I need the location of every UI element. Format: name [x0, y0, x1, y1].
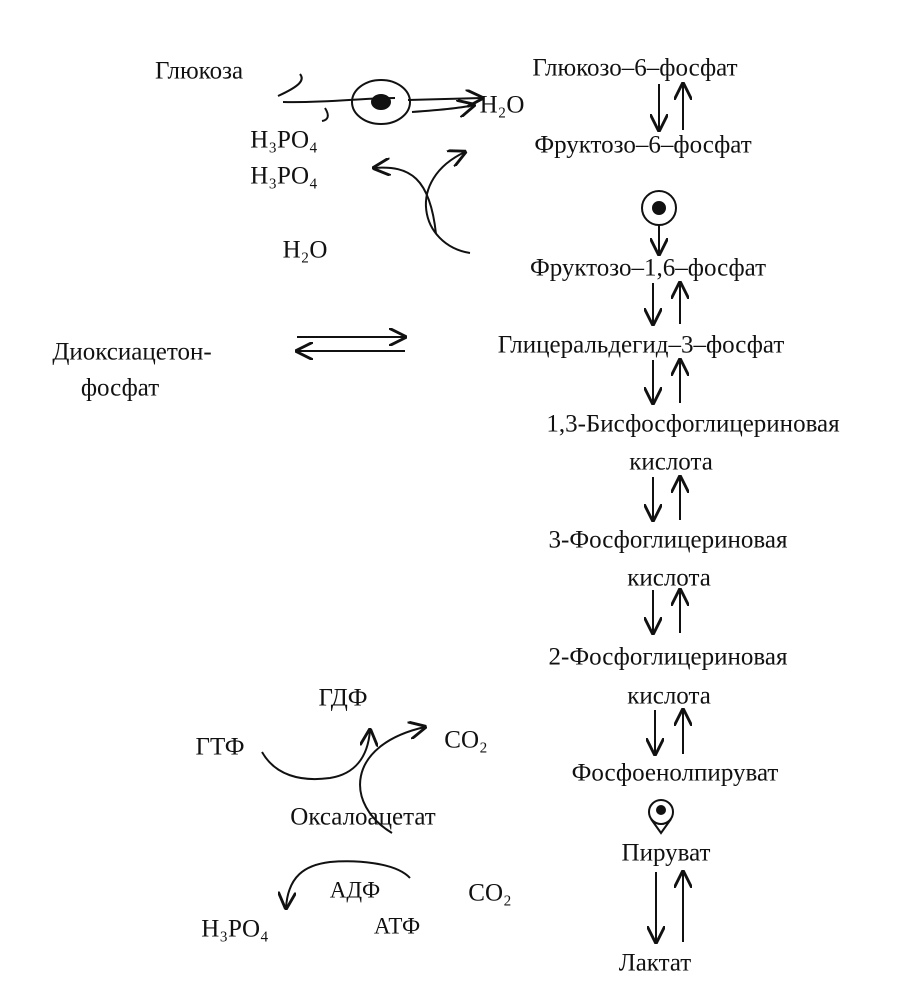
enzyme-marker-f6p [641, 190, 677, 226]
metabolite-13-bisphosphoglycerate-line2: кислота [629, 448, 713, 476]
metabolite-dhap-line1: Диоксиацетон- [52, 338, 212, 366]
label-co2-bottom: CO₂ [468, 879, 512, 907]
metabolite-2-phosphoglycerate-line1: 2-Фосфоглицериновая [548, 643, 788, 671]
reversible-arrow-dhap-gap [297, 337, 405, 351]
reversible-arrow-pyruvate-lactate [656, 872, 683, 942]
label-atf: АТФ [373, 913, 421, 939]
metabolite-glucose-6-phosphate: Глюкозо–6–фосфат [532, 54, 738, 82]
metabolite-oxaloacetate: Оксалоацетат [290, 803, 436, 831]
metabolite-dhap-line2: фосфат [80, 374, 160, 402]
metabolite-phosphoenolpyruvate: Фосфоенолпируват [571, 759, 779, 787]
enzyme-marker-top [351, 79, 411, 125]
reversible-arrow-g6p-f6p [659, 84, 683, 130]
metabolite-3-phosphoglycerate-line1: 3-Фосфоглицериновая [548, 526, 788, 554]
reversible-arrow-gap-bpg [653, 360, 680, 403]
enzyme-marker-pep [648, 799, 674, 835]
label-h2o-middle: H₂O [282, 236, 328, 264]
metabolite-lactate: Лактат [618, 949, 692, 977]
cycle-oxaloacetate [261, 727, 425, 908]
reversible-arrow-f16p-gap [653, 283, 680, 324]
reversible-arrow-bpg-3pg [653, 477, 680, 520]
metabolite-glucose: Глюкоза [154, 57, 244, 85]
metabolite-pyruvate: Пируват [621, 839, 711, 867]
label-h3po4-bottom: H₃PO₄ [201, 915, 269, 943]
metabolite-3-phosphoglycerate-line2: кислота [627, 564, 711, 592]
reversible-arrow-3pg-2pg [653, 590, 680, 633]
label-adf: АДФ [329, 877, 381, 903]
bypass-f6p-f16p [374, 152, 471, 254]
metabolite-2-phosphoglycerate-line2: кислота [627, 682, 711, 710]
label-co2-top: CO₂ [444, 726, 488, 754]
metabolite-fructose-6-phosphate: Фруктозо–6–фосфат [534, 131, 752, 159]
metabolite-13-bisphosphoglycerate-line1: 1,3-Бисфосфоглицериновая [546, 410, 840, 438]
label-gdf: ГДФ [318, 684, 368, 712]
reversible-arrow-2pg-pep [655, 710, 683, 754]
metabolite-glyceraldehyde-3-phosphate: Глицеральдегид–3–фосфат [497, 331, 785, 359]
label-h3po4-1: H₃PO₄ [250, 126, 318, 154]
metabolite-fructose-16-phosphate: Фруктозо–1,6–фосфат [529, 254, 767, 282]
label-gtf: ГТФ [195, 733, 245, 761]
label-h2o-top: H₂O [479, 91, 525, 119]
label-h3po4-2: H₃PO₄ [250, 162, 318, 190]
